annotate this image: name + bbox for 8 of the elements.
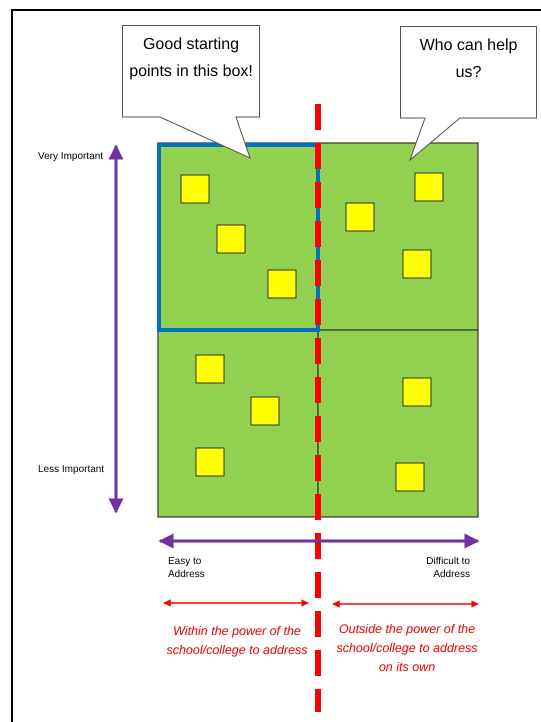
callout-text: Who can help us? (418, 36, 518, 83)
axis-label: Easy to Address (168, 555, 206, 581)
scope-note: Outside the power of the school/college to address on its own (335, 621, 479, 676)
axis-label: Difficult to Address (425, 555, 470, 581)
axis-label: Very Important (38, 150, 104, 163)
scope-note: Within the power of the school/college to address (165, 623, 309, 659)
callout-text: Good starting points in this box! (128, 35, 254, 82)
axis-label: Less Important (38, 463, 106, 476)
